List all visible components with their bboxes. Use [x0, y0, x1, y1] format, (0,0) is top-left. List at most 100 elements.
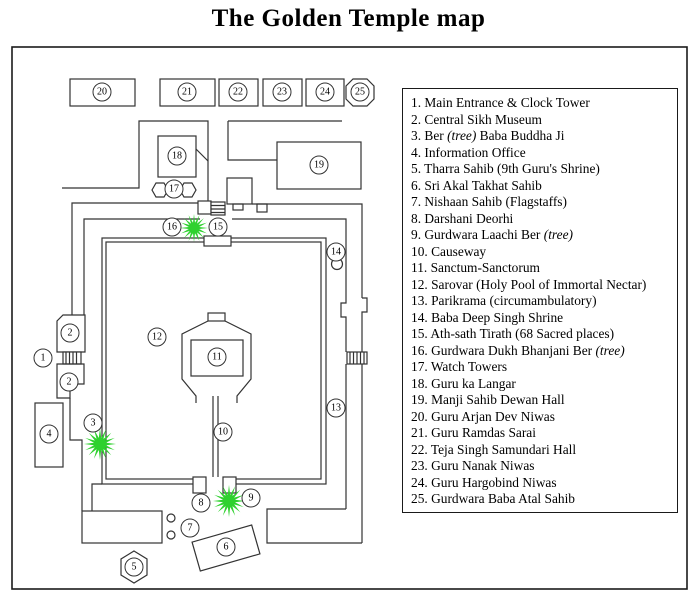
- map-marker-12: 12: [147, 327, 167, 347]
- building-25-octagon: [345, 78, 375, 107]
- tree-icon: [84, 428, 116, 460]
- building-22: [218, 78, 259, 107]
- legend-item-12: 12. Sarovar (Holy Pool of Immortal Necta…: [411, 276, 647, 292]
- map-marker-6: 6: [216, 537, 236, 557]
- sanctum-platform: [181, 320, 252, 403]
- legend-item-14: 14. Baba Deep Singh Shrine: [411, 309, 564, 325]
- legend-item-17: 17. Watch Towers: [411, 359, 508, 374]
- map-marker-2: 2: [60, 323, 80, 343]
- building-5-hexagon: [120, 550, 148, 584]
- outer-wall-top-right: [252, 203, 363, 298]
- legend-item-6: 6. Sri Akal Takhat Sahib: [411, 177, 542, 193]
- map-marker-24: 24: [315, 82, 335, 102]
- bridge-rungs: [65, 352, 78, 364]
- legend-item-7: 7. Nishaan Sahib (Flagstaffs): [411, 194, 567, 209]
- map-marker-19: 19: [309, 155, 329, 175]
- map-marker-3: 3: [83, 413, 103, 433]
- sanctum-stub: [207, 312, 226, 322]
- map-marker-18: 18: [167, 146, 187, 166]
- tree-icon: [180, 214, 208, 242]
- legend-item-11: 11. Sanctum-Sanctorum: [411, 260, 540, 275]
- legend-item-24: 24. Guru Hargobind Niwas: [411, 474, 557, 490]
- map-marker-5: 5: [124, 557, 144, 577]
- legend-item-15: 15. Ath-sath Tirath (68 Sacred places): [411, 326, 615, 341]
- right-gate: [346, 351, 368, 365]
- top-row-buildings: [69, 78, 375, 107]
- gatehouse: [226, 177, 253, 205]
- pool-corner-connector: [91, 483, 102, 511]
- trees-layer: [84, 214, 245, 517]
- wall-notch: [256, 203, 268, 213]
- building-6: [191, 524, 261, 572]
- parikrama-edge-left: [83, 218, 200, 315]
- right-wall-castellation: [361, 297, 368, 352]
- legend-item-20: 20. Guru Arjan Dev Niwas: [411, 408, 555, 424]
- legend-item-5: 5. Tharra Sahib (9th Guru's Shrine): [411, 161, 600, 176]
- legend-item-1: 1. Main Entrance & Clock Tower: [411, 95, 590, 110]
- bottom-right-strip: [266, 508, 362, 544]
- map-marker-9: 9: [241, 488, 261, 508]
- tree-icon: [213, 485, 245, 517]
- legend-item-3: 3. Ber (tree) Baba Buddha Ji: [411, 128, 565, 143]
- bottom-left-strip: [81, 510, 163, 544]
- map-marker-7: 7: [180, 518, 200, 538]
- map-marker-1: 1: [33, 348, 53, 368]
- small-circle: [166, 513, 176, 523]
- darshani-deorhi-block: [192, 476, 207, 494]
- legend-item-13: 13. Parikrama (circumambulatory): [411, 293, 597, 308]
- langar-enclosure: [62, 120, 209, 201]
- building-18: [157, 135, 197, 178]
- map-marker-14: 14: [326, 242, 346, 262]
- legend-item-10: 10. Causeway: [411, 243, 487, 259]
- map-marker-21: 21: [177, 82, 197, 102]
- legend-item-21: 21. Guru Ramdas Sarai: [411, 425, 536, 440]
- outer-wall-bottom-left: [69, 398, 83, 511]
- watch-tower-hexagon: [179, 182, 197, 198]
- legend-item-18: 18. Guru ka Langar: [411, 375, 516, 391]
- gate-opening: [206, 471, 223, 487]
- map-marker-20: 20: [92, 82, 112, 102]
- map-marker-4: 4: [39, 424, 59, 444]
- bottom-structures: [120, 524, 261, 584]
- dewan-hall-area: [227, 120, 362, 190]
- ath-sath-tirath-block: [203, 235, 232, 247]
- legend-item-19: 19. Manji Sahib Dewan Hall: [411, 392, 565, 407]
- parikrama-edge-right: [232, 218, 347, 352]
- page-title: The Golden Temple map: [211, 5, 486, 32]
- map-marker-22: 22: [228, 82, 248, 102]
- legend-item-4: 4. Information Office: [411, 144, 526, 160]
- top-gate: [197, 177, 253, 216]
- legend-item-25: 25. Gurdwara Baba Atal Sahib: [411, 491, 576, 506]
- legend-item-23: 23. Guru Nanak Niwas: [411, 458, 535, 473]
- building-21: [159, 78, 216, 107]
- bridge-rungs: [349, 352, 365, 364]
- small-circle: [166, 530, 176, 540]
- map-marker-23: 23: [272, 82, 292, 102]
- building-4: [34, 402, 64, 468]
- figure-frame: [11, 46, 688, 590]
- outer-walls: [69, 202, 368, 544]
- map-marker-10: 10: [213, 422, 233, 442]
- building-24: [305, 78, 345, 107]
- legend-item-16: 16. Gurdwara Dukh Bhanjani Ber (tree): [411, 342, 625, 358]
- gate-post: [197, 200, 212, 215]
- map-marker-13: 13: [326, 398, 346, 418]
- legend-item-2: 2. Central Sikh Museum: [411, 111, 542, 127]
- bridge-rungs: [211, 204, 225, 214]
- building-20: [69, 78, 136, 107]
- map-marker-8: 8: [191, 493, 211, 513]
- gatehouse-step: [232, 203, 244, 211]
- right-corridor-walls: [345, 364, 363, 543]
- outer-wall-top-left: [71, 202, 198, 315]
- connector-walls: [227, 120, 342, 161]
- map-marker-2: 2: [59, 372, 79, 392]
- map-marker-17: 17: [164, 179, 184, 199]
- map-marker-15: 15: [208, 217, 228, 237]
- building-19: [276, 141, 362, 190]
- langar-diagonal-wall: [195, 148, 209, 162]
- langar-wall: [62, 120, 209, 201]
- building-23: [262, 78, 303, 107]
